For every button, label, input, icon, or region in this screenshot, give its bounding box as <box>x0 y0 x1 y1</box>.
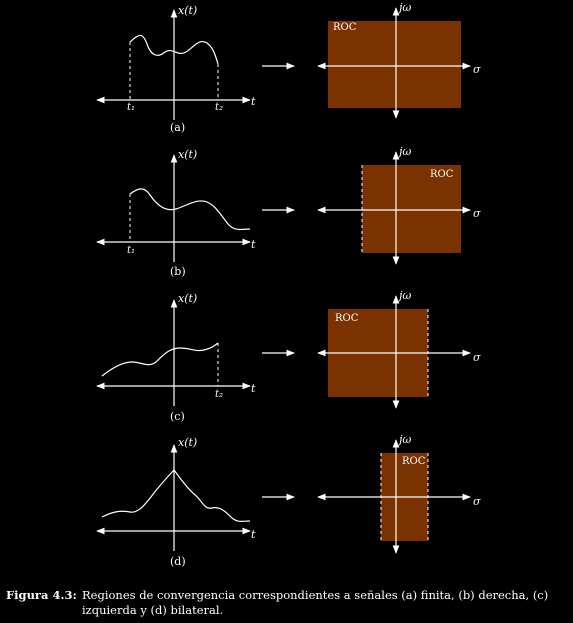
x-axis-label: x(t) <box>178 148 197 161</box>
roc-label: ROC <box>402 456 426 467</box>
caption-label: Figura 4.3: <box>6 588 77 602</box>
signal-curve <box>101 342 219 377</box>
panel-b: x(t) t t₁ (b) jω σ ROC <box>96 145 481 278</box>
jw-label: jω <box>396 289 411 302</box>
jw-label: jω <box>396 433 411 446</box>
jw-label: jω <box>396 145 411 158</box>
s-plane-d: jω σ ROC <box>317 433 481 554</box>
panel-a: x(t) t t₁ t₂ (a) jω σ ROC <box>96 1 481 134</box>
roc-label: ROC <box>335 313 359 324</box>
panel-label: (a) <box>170 121 185 134</box>
t1-label: t₁ <box>127 102 135 113</box>
signal-plot-a: x(t) t t₁ t₂ (a) <box>96 4 256 134</box>
signal-curve <box>101 469 251 522</box>
panel-label: (c) <box>170 410 185 423</box>
s-plane-a: jω σ ROC <box>317 1 481 119</box>
figure-caption: Figura 4.3: Regiones de convergencia cor… <box>6 588 571 618</box>
x-axis-label: x(t) <box>178 292 197 305</box>
signal-curve <box>129 188 251 231</box>
t2-label: t₂ <box>215 389 223 400</box>
sigma-label: σ <box>473 351 481 364</box>
roc-figure: x(t) t t₁ t₂ (a) jω σ ROC x(t) t t₁ <box>96 1 481 568</box>
signal-plot-d: x(t) t (d) <box>96 436 256 568</box>
signal-curve <box>129 34 219 65</box>
t-axis-label: t <box>251 238 256 251</box>
s-plane-b: jω σ ROC <box>317 145 481 265</box>
jw-label: jω <box>396 1 411 14</box>
s-plane-c: jω σ ROC <box>317 289 481 409</box>
t-axis-label: t <box>251 382 256 395</box>
panel-label: (b) <box>170 265 186 278</box>
sigma-label: σ <box>473 495 481 508</box>
t1-label: t₁ <box>127 245 135 256</box>
signal-plot-c: x(t) t t₂ (c) <box>96 292 256 423</box>
sigma-label: σ <box>473 207 481 220</box>
panel-label: (d) <box>170 555 186 568</box>
t2-label: t₂ <box>215 102 223 113</box>
signal-plot-b: x(t) t t₁ (b) <box>96 148 256 278</box>
panel-c: x(t) t t₂ (c) jω σ ROC <box>96 289 481 423</box>
x-axis-label: x(t) <box>178 4 197 17</box>
roc-region <box>328 21 461 108</box>
roc-label: ROC <box>333 22 357 33</box>
roc-label: ROC <box>430 169 454 180</box>
panel-d: x(t) t (d) jω σ ROC <box>96 433 481 568</box>
t-axis-label: t <box>251 528 256 541</box>
sigma-label: σ <box>473 63 481 76</box>
t-axis-label: t <box>251 95 256 108</box>
x-axis-label: x(t) <box>178 436 197 449</box>
caption-text: Regiones de convergencia correspondiente… <box>82 588 549 617</box>
